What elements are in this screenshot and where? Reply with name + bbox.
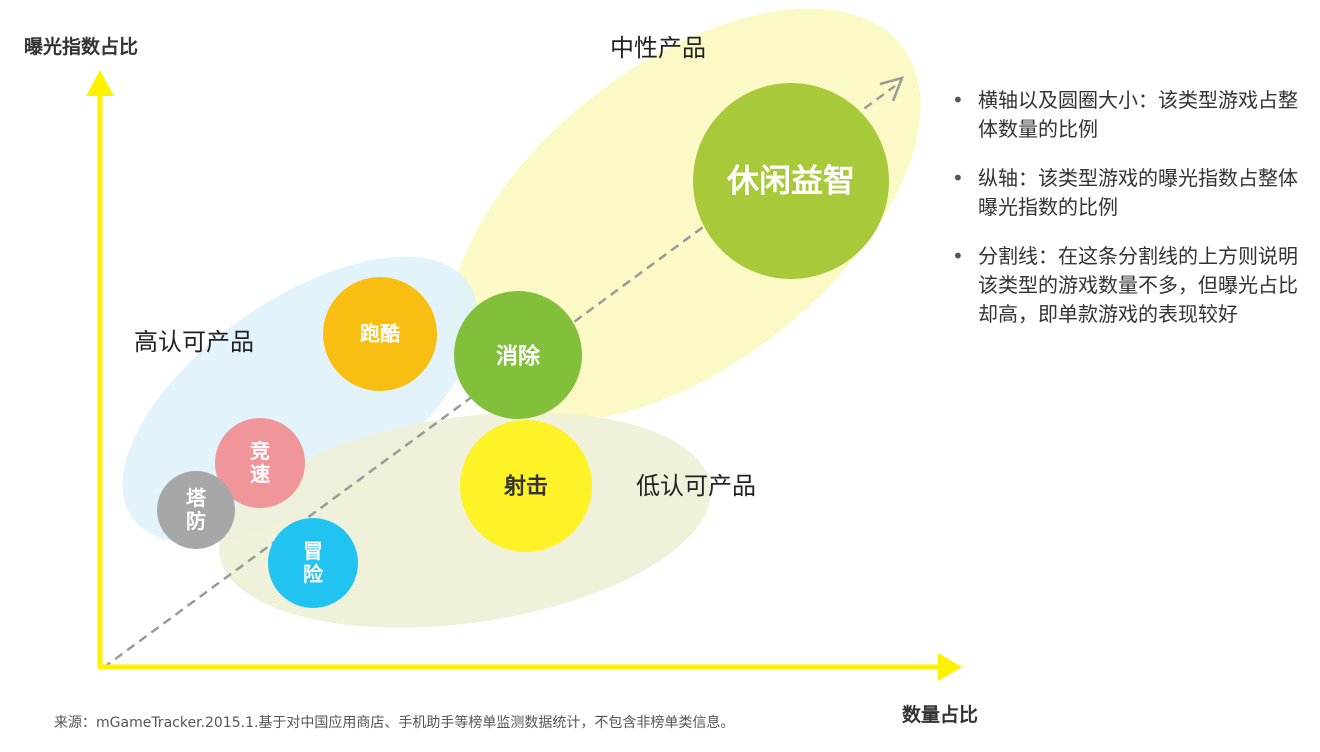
bubble-label-adventure: 冒险 — [303, 539, 323, 586]
bubble-racing — [215, 418, 305, 508]
bubble-label-shooting: 射击 — [503, 474, 549, 500]
bubble-label-match: 消除 — [495, 344, 541, 370]
bubble-shooting — [460, 420, 592, 552]
group-label-neutral: 中性产品 — [610, 34, 706, 62]
note-item: 分割线：在这条分割线的上方则说明该类型的游戏数量不多，但曝光占比却高，即单款游戏… — [952, 242, 1312, 329]
x-axis-title: 数量占比 — [902, 704, 979, 726]
y-axis-arrowhead — [86, 70, 114, 96]
source-note: 来源：mGameTracker.2015.1.基于对中国应用商店、手机助手等榜单… — [54, 715, 735, 731]
x-axis-arrowhead — [938, 653, 962, 681]
group-label-low: 低认可产品 — [636, 472, 756, 500]
bubble-label-td: 塔防 — [186, 486, 206, 533]
divider-arrowhead — [879, 76, 905, 102]
note-item: 纵轴：该类型游戏的曝光指数占整体曝光指数的比例 — [952, 164, 1312, 222]
bubble-td — [157, 471, 235, 549]
notes-list: 横轴以及圆圈大小：该类型游戏占整体数量的比例 纵轴：该类型游戏的曝光指数占整体曝… — [952, 86, 1312, 349]
bubble-label-racing: 竞速 — [250, 439, 270, 486]
bubble-casual — [693, 83, 889, 279]
bubble-parkour — [323, 277, 437, 391]
bubble-match — [454, 291, 582, 419]
y-axis-title: 曝光指数占比 — [24, 36, 139, 58]
bubble-label-casual: 休闲益智 — [726, 161, 856, 200]
group-label-high: 高认可产品 — [134, 328, 254, 356]
bubble-label-parkour: 跑酷 — [360, 321, 400, 346]
bubble-adventure — [268, 518, 358, 608]
note-item: 横轴以及圆圈大小：该类型游戏占整体数量的比例 — [952, 86, 1312, 144]
